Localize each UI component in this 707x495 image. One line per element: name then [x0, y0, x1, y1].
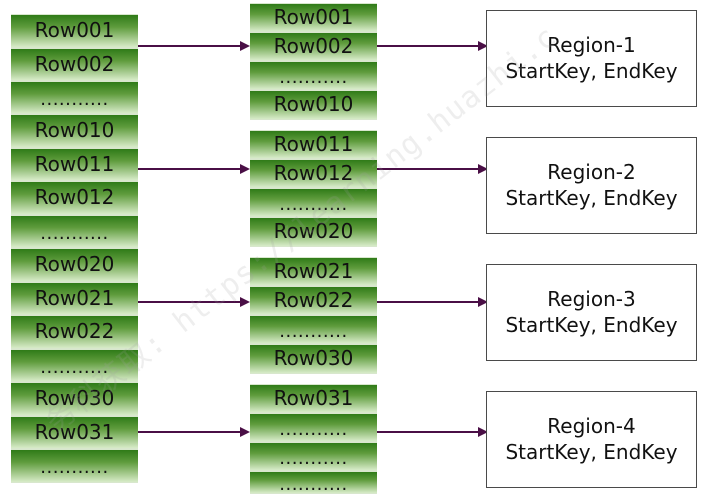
- region-box-4: Region-4 StartKey, EndKey: [486, 391, 697, 488]
- middle-row-cell: Row001: [250, 3, 377, 32]
- left-row-label: ...........: [40, 88, 109, 110]
- left-row-cell: ...........: [11, 215, 138, 248]
- middle-row-label: ...........: [279, 473, 348, 495]
- middle-row-label: Row010: [273, 92, 354, 116]
- left-row-label: Row022: [34, 319, 115, 343]
- left-row-cell: ...........: [11, 449, 138, 483]
- middle-row-cell: ...........: [250, 413, 377, 442]
- middle-row-label: Row020: [273, 219, 354, 243]
- middle-row-label: ...........: [279, 418, 348, 440]
- middle-row-cell: Row011: [250, 130, 377, 159]
- middle-row-cell: Row012: [250, 159, 377, 188]
- region-box-3: Region-3 StartKey, EndKey: [486, 264, 697, 361]
- middle-row-cell: Row010: [250, 90, 377, 120]
- left-row-label: Row002: [34, 51, 115, 76]
- left-row-cell: Row012: [11, 181, 138, 215]
- left-row-cell: Row031: [11, 416, 138, 449]
- region-key-range: StartKey, EndKey: [505, 185, 678, 210]
- left-row-cell: ...........: [11, 349, 138, 382]
- region-title: Region-4: [547, 413, 636, 438]
- left-row-label: Row030: [34, 386, 115, 410]
- region-title: Region-3: [547, 286, 636, 311]
- middle-row-cell: ...........: [250, 442, 377, 471]
- left-row-label: Row012: [34, 185, 115, 209]
- middle-row-cell: Row021: [250, 257, 377, 286]
- left-row-label: Row021: [34, 285, 115, 310]
- region-key-range: StartKey, EndKey: [505, 439, 678, 464]
- middle-row-label: Row030: [273, 346, 354, 370]
- left-row-cell: Row011: [11, 148, 138, 181]
- middle-row-cell: ...........: [250, 471, 377, 494]
- left-row-label: ...........: [40, 457, 109, 478]
- region-title: Region-1: [547, 32, 636, 57]
- middle-row-label: ...........: [279, 447, 348, 469]
- left-row-label: ...........: [40, 356, 109, 378]
- region-box-2: Region-2 StartKey, EndKey: [486, 137, 697, 234]
- region-box-1: Region-1 StartKey, EndKey: [486, 10, 697, 107]
- left-row-label: ...........: [40, 222, 109, 244]
- left-row-label: Row011: [34, 151, 115, 176]
- middle-row-label: Row021: [273, 258, 354, 283]
- middle-row-cell: ...........: [250, 188, 377, 217]
- middle-row-label: ...........: [279, 320, 348, 342]
- middle-row-label: Row031: [273, 385, 354, 410]
- middle-row-label: ...........: [279, 66, 348, 88]
- middle-row-label: ...........: [279, 193, 348, 215]
- middle-row-cell: Row030: [250, 344, 377, 374]
- left-row-label: Row031: [34, 419, 115, 444]
- left-row-cell: Row020: [11, 248, 138, 282]
- middle-row-label: Row002: [273, 33, 354, 58]
- left-row-cell: ...........: [11, 81, 138, 114]
- left-row-cell: Row022: [11, 315, 138, 349]
- left-row-label: Row020: [34, 252, 115, 276]
- middle-row-label: Row022: [273, 287, 354, 312]
- middle-row-label: Row001: [273, 4, 354, 29]
- left-row-cell: Row030: [11, 382, 138, 416]
- middle-row-cell: Row031: [250, 384, 377, 413]
- middle-row-cell: Row002: [250, 32, 377, 61]
- left-row-label: Row010: [34, 118, 115, 142]
- left-row-cell: Row002: [11, 48, 138, 81]
- left-row-cell: Row021: [11, 282, 138, 315]
- left-row-label: Row001: [34, 18, 115, 42]
- region-key-range: StartKey, EndKey: [505, 312, 678, 337]
- region-key-range: StartKey, EndKey: [505, 58, 678, 83]
- left-row-cell: Row010: [11, 114, 138, 148]
- middle-row-cell: Row022: [250, 286, 377, 315]
- middle-row-label: Row012: [273, 160, 354, 185]
- middle-row-cell: ...........: [250, 61, 377, 90]
- middle-row-cell: Row020: [250, 217, 377, 247]
- region-title: Region-2: [547, 159, 636, 184]
- left-row-cell: Row001: [11, 14, 138, 48]
- middle-row-cell: ...........: [250, 315, 377, 344]
- middle-row-label: Row011: [273, 131, 354, 156]
